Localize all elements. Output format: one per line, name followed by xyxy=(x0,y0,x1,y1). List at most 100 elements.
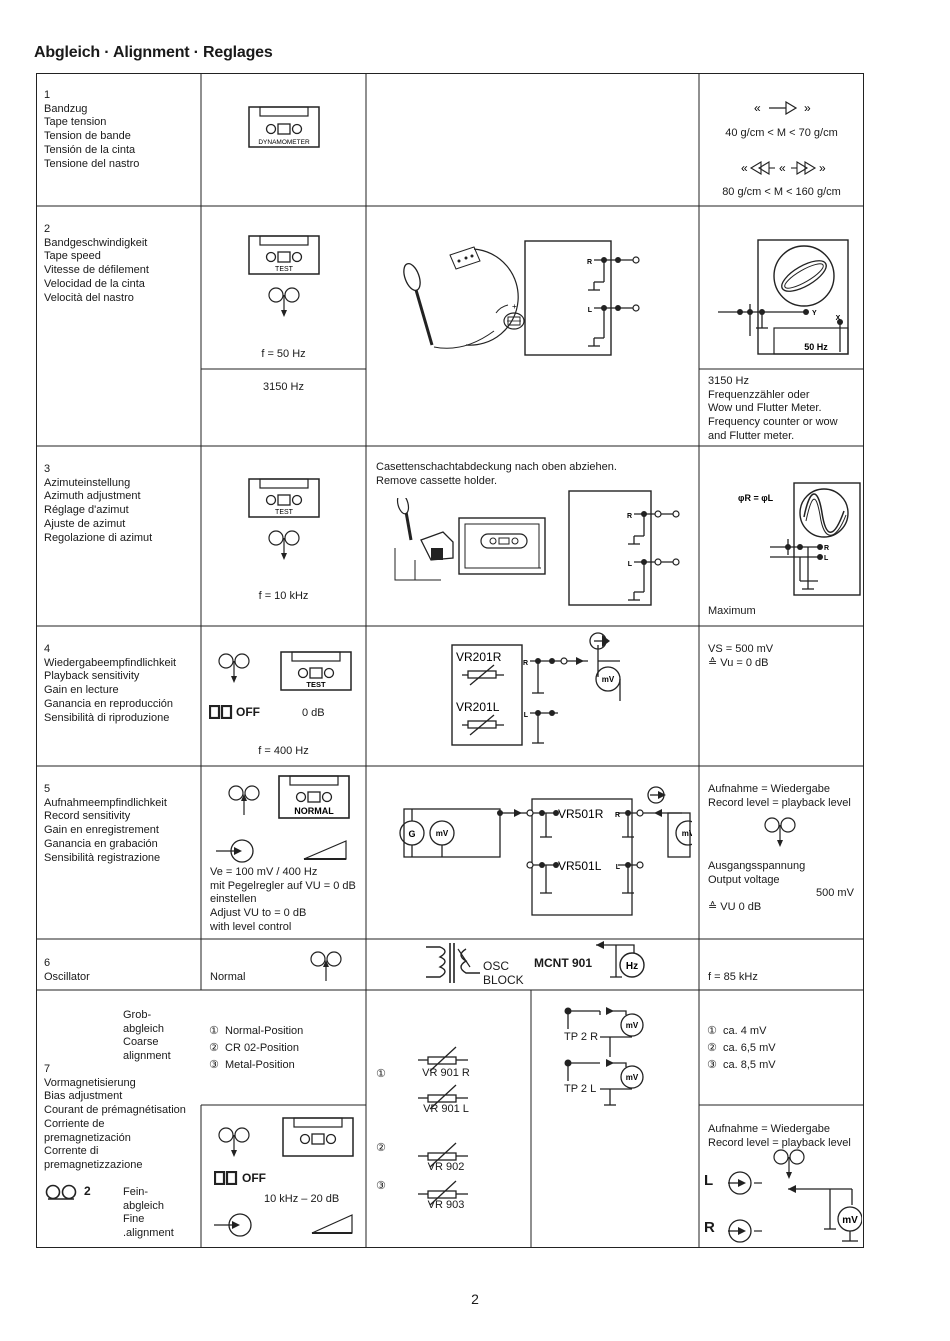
row2-line-it: Velocità del nastro xyxy=(44,291,134,304)
row5-number: 5 xyxy=(44,783,51,795)
record-sensitivity-circuit: VR501R VR501L R L G mV mV xyxy=(399,786,692,916)
row4-freq: f = 400 Hz xyxy=(258,745,309,757)
cassette-icon xyxy=(282,1117,354,1157)
row4-number: 4 xyxy=(44,643,51,655)
record-head-icon xyxy=(310,951,342,981)
row2-note: 3150 Hz Frequenzzähler oder Wow und Flut… xyxy=(708,375,838,442)
hz-meter-label: Hz xyxy=(626,961,638,972)
vr201r-label: VR201R xyxy=(456,650,502,664)
row7-fine: Fein- abgleich Fine .alignment xyxy=(123,1186,174,1240)
tp2r-label: TP 2 R xyxy=(564,1031,599,1043)
row2-r-label: R xyxy=(587,259,592,266)
playback-head-icon xyxy=(764,817,796,847)
playback-head-icon xyxy=(218,653,250,683)
cassette-test-icon: TEST xyxy=(280,651,352,691)
row1-description: 1 Bandzug Tape tension Tension de bande … xyxy=(44,89,139,171)
row2-signal-circuit: R L xyxy=(524,240,640,356)
playback-sensitivity-circuit: VR201R VR201L xyxy=(451,632,621,746)
row6-freq: f = 85 kHz xyxy=(708,971,758,983)
svg-text:L: L xyxy=(824,555,829,562)
phase-sine-scope-diagram: φR = φL R L xyxy=(738,482,861,596)
row2-number: 2 xyxy=(44,223,51,235)
playback-head-icon xyxy=(218,1127,250,1157)
scope-y-label: Y xyxy=(812,310,817,317)
svg-text:R: R xyxy=(615,812,620,819)
row7-values: ① ca. 4 mV ② ca. 6,5 mV ③ ca. 8,5 mV xyxy=(707,1025,776,1071)
test-label: TEST xyxy=(275,266,294,273)
vr501r-label: VR501R xyxy=(558,807,604,821)
row2-l-label: L xyxy=(588,307,593,314)
svg-text:»: » xyxy=(804,101,811,115)
row4-description: 4 Wiedergabeempfindlichkeit Playback sen… xyxy=(44,643,177,724)
svg-text:mV: mV xyxy=(842,1215,858,1226)
svg-text:mV: mV xyxy=(626,1021,639,1030)
vr201l-label: VR201L xyxy=(456,700,500,714)
svg-text:+: + xyxy=(512,302,517,311)
cassette-test-icon: TEST xyxy=(248,235,320,275)
row5-note-a: Aufnahme = Wiedergabe Record level = pla… xyxy=(708,783,851,809)
svg-text:L: L xyxy=(524,712,529,719)
table-grid-lines xyxy=(36,73,864,1248)
cassette-normal-icon: NORMAL xyxy=(278,775,350,819)
vr903-label: VR 903 xyxy=(427,1199,465,1211)
millivolt-meter-label: mV xyxy=(602,675,615,684)
hz-meter-circuit: Hz xyxy=(596,941,645,978)
flywheel-adjust-diagram: + xyxy=(403,246,525,349)
vr901r-label: VR 901 R xyxy=(422,1067,470,1079)
row2-freq: f = 50 Hz xyxy=(261,348,306,360)
test-point-meters: mV mV xyxy=(564,1007,644,1106)
dolby-icon xyxy=(214,1171,238,1185)
svg-text:«: « xyxy=(741,161,748,175)
svg-text:mV: mV xyxy=(626,1073,639,1082)
dynamometer-label: DYNAMOMETER xyxy=(258,139,310,146)
row5-instruction: Ve = 100 mV / 400 Hz mit Pegelregler auf… xyxy=(210,866,356,933)
playback-head-icon xyxy=(773,1149,805,1179)
dolby-icon xyxy=(209,705,233,719)
mcnt-label: MCNT 901 xyxy=(534,956,593,970)
svg-text:mV: mV xyxy=(682,829,692,838)
playback-head-icon xyxy=(268,287,300,317)
row1-line-it: Tensione del nastro xyxy=(44,157,140,170)
row7-dolby-off: OFF xyxy=(242,1171,266,1185)
row5-voltage: 500 mV xyxy=(816,887,854,899)
row2-line-es: Velocidad de la cinta xyxy=(44,277,145,290)
record-head-icon xyxy=(228,785,260,815)
row2-line-fr: Vitesse de défilement xyxy=(44,264,149,277)
row3-instruction: Casettenschachtabdeckung nach oben abzie… xyxy=(376,461,617,487)
osc-block-label: OSC BLOCK xyxy=(483,959,524,987)
svg-text:R: R xyxy=(824,545,829,552)
row3-number: 3 xyxy=(44,463,51,475)
row7-circle3: ③ xyxy=(376,1180,386,1192)
bias-vr-symbols xyxy=(418,1046,468,1206)
row2-description: 2 Bandgeschwindigkeit Tape speed Vitesse… xyxy=(44,223,149,305)
svg-text:R: R xyxy=(523,660,528,667)
playback-head-icon xyxy=(268,530,300,560)
phase-label: φR = φL xyxy=(738,493,774,503)
svg-text:«: « xyxy=(779,161,786,175)
tp2l-label: TP 2 L xyxy=(564,1083,597,1095)
row3-signal-circuit: R L xyxy=(568,490,680,606)
rewind-forward-icon: « « » xyxy=(741,161,826,175)
row6-number: 6 xyxy=(44,957,51,969)
svg-text:R: R xyxy=(627,513,632,520)
input-level-icon xyxy=(216,839,347,863)
svg-text:mV: mV xyxy=(436,829,449,838)
input-level-icon xyxy=(214,1213,353,1237)
channel-r-label: R xyxy=(704,1219,715,1236)
play-arrows-icon: « » xyxy=(754,101,811,115)
row4-dolby-off: OFF xyxy=(236,705,260,719)
svg-text:L: L xyxy=(616,864,621,871)
row3-result: Maximum xyxy=(708,605,756,617)
row2-freq2: 3150 Hz xyxy=(263,381,304,393)
level-compare-circuit: mV xyxy=(728,1171,862,1243)
row3-description: 3 Azimuteinstellung Azimuth adjustment R… xyxy=(44,463,153,544)
row7-coarse: Grob- abgleich Coarse alignment xyxy=(123,1009,171,1063)
row6-mode: Normal xyxy=(210,971,246,983)
channel-l-label: L xyxy=(704,1172,714,1189)
row1-spec-b: 80 g/cm < M < 160 g/cm xyxy=(722,186,841,198)
row1-line-de: Bandzug xyxy=(44,102,88,115)
row7-circle1: ① xyxy=(376,1068,386,1080)
row1-number: 1 xyxy=(44,89,51,101)
row3-freq: f = 10 kHz xyxy=(258,590,309,602)
svg-text:NORMAL: NORMAL xyxy=(294,806,334,816)
